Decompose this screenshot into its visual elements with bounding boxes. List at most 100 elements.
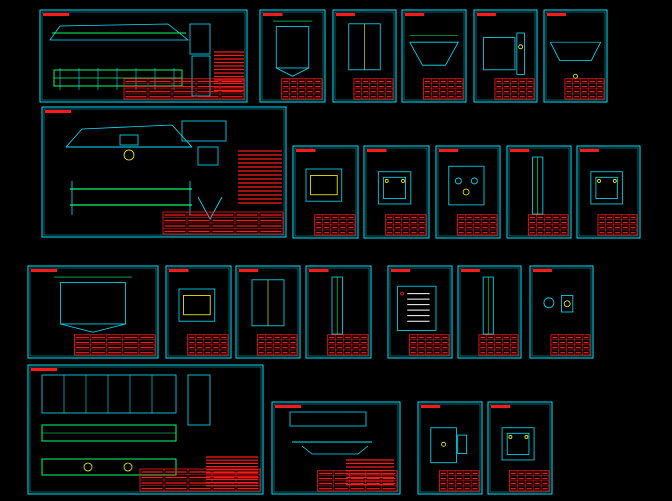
drawing-circle [123, 462, 133, 472]
sheet-inner-border [237, 267, 299, 357]
sheet-hit-area[interactable] [418, 402, 482, 494]
sheet-border [292, 145, 359, 239]
drawing-sheet-13[interactable] [27, 265, 159, 359]
sheet-border [259, 9, 326, 103]
sheet-inner-border [459, 267, 520, 357]
sheet-hit-area[interactable] [293, 146, 358, 238]
sheet-number-tag [296, 149, 316, 152]
sheet-hit-area[interactable] [28, 266, 158, 358]
drawing-sheet-21[interactable] [271, 401, 401, 495]
drawing-sheet-6[interactable] [543, 9, 608, 103]
drawing-circle [123, 149, 135, 161]
drawing-polyline [197, 196, 223, 220]
drawing-rect [41, 374, 177, 414]
drawing-rect [41, 458, 177, 476]
drawing-rect [197, 146, 219, 166]
sheet-hit-area[interactable] [333, 10, 396, 102]
drawing-circle [400, 291, 404, 296]
sheet-hit-area[interactable] [402, 10, 466, 102]
sheet-inner-border [261, 11, 324, 101]
drawing-sheet-15[interactable] [235, 265, 301, 359]
drawing-sheet-22[interactable] [417, 401, 483, 495]
drawing-rect [310, 175, 338, 196]
sheet-hit-area[interactable] [436, 146, 500, 238]
drawing-rect [561, 295, 574, 313]
drawing-rect [305, 168, 343, 202]
sheet-inner-border [167, 267, 230, 357]
sheet-number-tag [510, 149, 530, 152]
drawing-rect [191, 55, 211, 97]
drawing-sheet-16[interactable] [305, 265, 372, 359]
sheet-inner-border [307, 267, 370, 357]
sheet-inner-border [273, 403, 399, 493]
sheet-border [305, 265, 372, 359]
drawing-sheet-9[interactable] [363, 145, 430, 239]
sheet-hit-area[interactable] [577, 146, 640, 238]
sheet-border [487, 401, 553, 495]
sheet-hit-area[interactable] [388, 266, 452, 358]
drawing-sheet-1[interactable] [39, 9, 248, 103]
drawing-circle [612, 179, 617, 183]
drawing-sheet-12[interactable] [576, 145, 641, 239]
sheet-hit-area[interactable] [28, 365, 263, 494]
drawing-circle [597, 179, 601, 183]
sheet-number-tag [43, 13, 69, 16]
sheet-number-tag [275, 405, 301, 408]
drawing-circle [543, 297, 555, 309]
sheet-number-tag [367, 149, 387, 152]
drawing-circle [462, 188, 470, 196]
sheet-inner-border [419, 403, 481, 493]
drawing-polyline [60, 323, 126, 333]
drawing-sheet-11[interactable] [506, 145, 572, 239]
sheet-hit-area[interactable] [488, 402, 552, 494]
sheet-inner-border [578, 147, 639, 237]
sheet-inner-border [334, 11, 395, 101]
sheet-hit-area[interactable] [544, 10, 607, 102]
sheet-inner-border [403, 11, 465, 101]
drawing-sheet-17[interactable] [387, 265, 453, 359]
sheet-hit-area[interactable] [40, 10, 247, 102]
drawing-circle [470, 177, 478, 185]
sheet-hit-area[interactable] [272, 402, 400, 494]
sheet-border [39, 9, 248, 103]
drawing-sheet-14[interactable] [165, 265, 232, 359]
sheet-hit-area[interactable] [507, 146, 571, 238]
drawing-rect [430, 427, 457, 464]
sheet-hit-area[interactable] [530, 266, 593, 358]
sheet-hit-area[interactable] [458, 266, 521, 358]
sheet-hit-area[interactable] [306, 266, 371, 358]
drawing-sheet-3[interactable] [332, 9, 397, 103]
drawing-circle [573, 73, 578, 79]
sheet-border [27, 265, 159, 359]
sheet-hit-area[interactable] [474, 10, 537, 102]
sheet-inner-border [508, 147, 570, 237]
drawing-sheet-19[interactable] [529, 265, 594, 359]
drawing-sheet-8[interactable] [292, 145, 359, 239]
drawing-sheet-5[interactable] [473, 9, 538, 103]
drawing-circle [508, 435, 513, 439]
drawing-sheet-7[interactable] [41, 106, 287, 238]
sheet-border [457, 265, 522, 359]
sheet-hit-area[interactable] [236, 266, 300, 358]
sheet-border [435, 145, 501, 239]
sheet-hit-area[interactable] [42, 107, 286, 237]
drawing-sheet-10[interactable] [435, 145, 501, 239]
drawing-circle [401, 179, 405, 183]
sheet-number-tag [421, 405, 441, 408]
drawing-sheet-23[interactable] [487, 401, 553, 495]
drawing-sheet-18[interactable] [457, 265, 522, 359]
drawing-circle [563, 300, 571, 308]
drawing-circle [441, 441, 447, 447]
drawing-sheet-4[interactable] [401, 9, 467, 103]
drawing-sheet-20[interactable] [27, 364, 264, 495]
drawing-sheet-2[interactable] [259, 9, 326, 103]
sheet-hit-area[interactable] [166, 266, 231, 358]
sheet-border [387, 265, 453, 359]
drawing-rect [397, 285, 437, 331]
sheet-hit-area[interactable] [260, 10, 325, 102]
drawing-rect [60, 282, 126, 325]
sheet-inner-border [29, 267, 157, 357]
sheet-number-tag [580, 149, 599, 152]
sheet-hit-area[interactable] [364, 146, 429, 238]
